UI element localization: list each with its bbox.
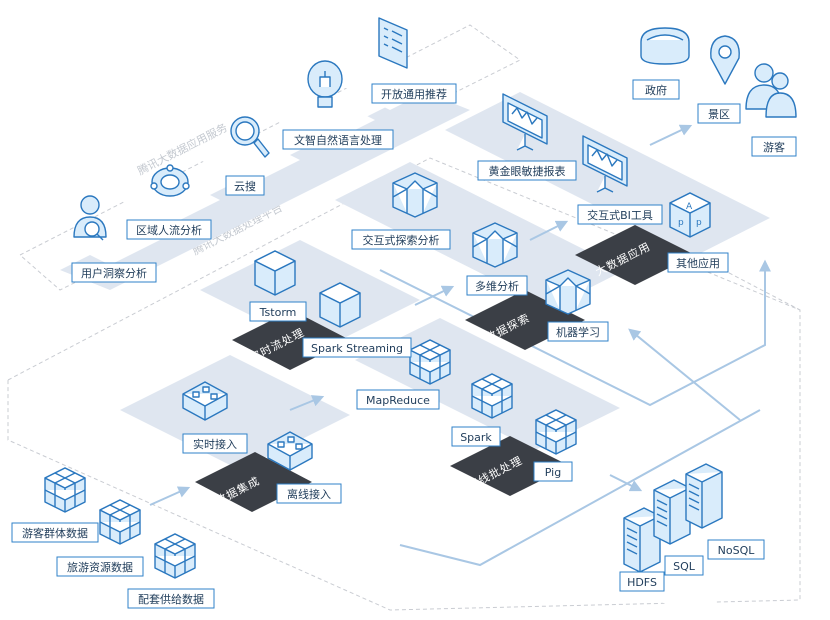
open-recommend-icon: [378, 17, 408, 69]
mapreduce-icon: [409, 339, 451, 385]
label-multidim: 多维分析: [466, 275, 528, 296]
pig-icon: [535, 409, 577, 455]
svg-text:p: p: [678, 218, 684, 228]
tstorm-icon: [254, 250, 296, 296]
svg-text:p: p: [696, 218, 702, 228]
svg-text:SQL: SQL: [673, 560, 696, 573]
svg-text:开放通用推荐: 开放通用推荐: [381, 87, 447, 101]
label-realtime-ingest: 实时接入: [182, 433, 248, 454]
svg-text:其他应用: 其他应用: [676, 256, 720, 270]
label-scenic: 景区: [697, 103, 741, 124]
svg-text:黄金眼敏捷报表: 黄金眼敏捷报表: [489, 164, 566, 178]
svg-text:Tstorm: Tstorm: [259, 306, 297, 319]
svg-text:景区: 景区: [708, 108, 730, 121]
svg-text:游客群体数据: 游客群体数据: [22, 526, 88, 540]
cloud-search-icon: [230, 116, 270, 158]
tourist-group-data-icon: [44, 467, 86, 513]
svg-text:旅游资源数据: 旅游资源数据: [67, 560, 133, 574]
svg-text:MapReduce: MapReduce: [366, 394, 430, 407]
group-realtime: 实时流处理: [232, 310, 350, 370]
svg-text:文智自然语言处理: 文智自然语言处理: [294, 133, 382, 147]
svg-text:政府: 政府: [645, 83, 667, 97]
svg-text:离线接入: 离线接入: [287, 487, 331, 501]
multidim-icon: [472, 222, 518, 268]
label-offline-ingest: 离线接入: [276, 483, 342, 504]
label-user-insight: 用户洞察分析: [71, 262, 157, 283]
svg-text:实时接入: 实时接入: [193, 437, 237, 451]
nosql-server-icon: [685, 463, 723, 529]
svg-text:配套供给数据: 配套供给数据: [138, 592, 204, 606]
spark-streaming-icon: [319, 282, 361, 328]
user-insight-icon: [73, 195, 107, 241]
travel-resource-data-icon: [99, 499, 141, 545]
group-bigdata-apps: 大数据应用: [575, 225, 695, 285]
other-apps-icon: A p p: [669, 192, 711, 238]
label-region-flow: 区域人流分析: [126, 219, 212, 240]
svg-text:NoSQL: NoSQL: [718, 544, 756, 557]
svg-text:多维分析: 多维分析: [475, 279, 519, 293]
region-flow-icon: [150, 164, 190, 197]
label-hdfs: HDFS: [619, 571, 665, 592]
label-bi-tool: 交互式BI工具: [577, 204, 663, 225]
label-cloud-search: 云搜: [225, 175, 265, 196]
spark-icon: [471, 373, 513, 419]
svg-text:交互式BI工具: 交互式BI工具: [587, 208, 653, 222]
interactive-explore-icon: [392, 172, 438, 218]
supply-data-icon: [154, 533, 196, 579]
svg-text:Spark: Spark: [460, 431, 492, 444]
svg-text:区域人流分析: 区域人流分析: [136, 223, 202, 237]
label-gov: 政府: [632, 79, 680, 100]
label-mapreduce: MapReduce: [356, 389, 440, 410]
scenic-icon: [710, 35, 740, 85]
svg-text:游客: 游客: [763, 140, 785, 154]
label-open-recommend: 开放通用推荐: [371, 83, 457, 104]
label-supply-data: 配套供给数据: [127, 588, 215, 609]
label-golden-eye: 黄金眼敏捷报表: [477, 160, 577, 181]
nlp-icon: [307, 60, 343, 108]
label-tstorm: Tstorm: [249, 301, 307, 322]
sql-server-icon: [653, 479, 691, 545]
label-other-apps: 其他应用: [667, 252, 729, 273]
label-spark-streaming: Spark Streaming: [302, 337, 412, 358]
label-spark: Spark: [451, 426, 501, 447]
label-tourist-group-data: 游客群体数据: [11, 522, 99, 543]
label-nosql: NoSQL: [707, 539, 765, 560]
group-collection: 数据集成: [195, 452, 312, 512]
svg-text:A: A: [686, 202, 693, 212]
section-app-service: 腾讯大数据应用服务: [135, 120, 230, 177]
svg-text:Spark Streaming: Spark Streaming: [311, 342, 403, 355]
label-nlp: 文智自然语言处理: [282, 129, 394, 150]
svg-text:用户洞察分析: 用户洞察分析: [81, 266, 147, 280]
svg-text:Pig: Pig: [545, 466, 561, 479]
svg-text:机器学习: 机器学习: [556, 325, 600, 339]
ml-icon: [545, 269, 591, 315]
svg-text:HDFS: HDFS: [627, 576, 657, 589]
svg-text:云搜: 云搜: [234, 179, 256, 193]
label-ml: 机器学习: [547, 321, 609, 342]
label-sql: SQL: [664, 555, 704, 576]
gov-icon: [640, 27, 690, 65]
svg-text:交互式探索分析: 交互式探索分析: [363, 233, 440, 247]
tourist-icon: [745, 63, 797, 118]
label-pig: Pig: [533, 461, 573, 482]
label-tourist: 游客: [751, 136, 797, 157]
label-interactive-explore: 交互式探索分析: [351, 229, 451, 250]
label-travel-resource-data: 旅游资源数据: [56, 556, 144, 577]
